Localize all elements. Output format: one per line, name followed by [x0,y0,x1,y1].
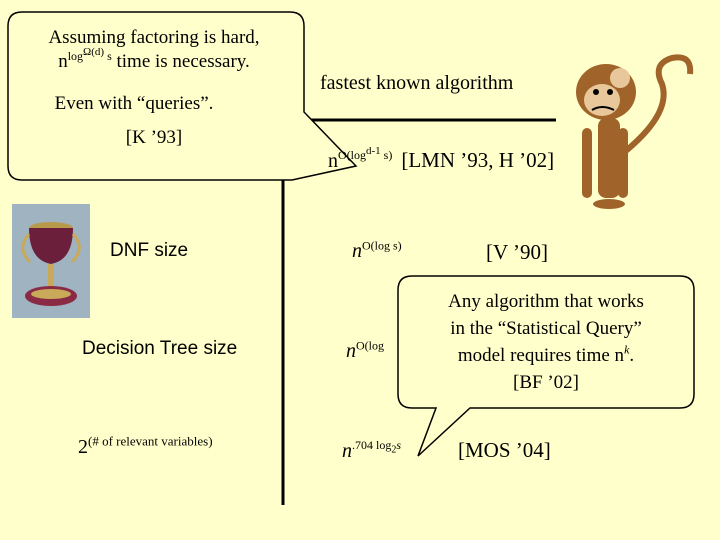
row-dnf-algorithm: nO(log s) [352,238,402,263]
ac0-sup-d: d-1 [366,145,381,158]
left-bubble-line2-suffix: time is necessary. [111,51,250,72]
left-bubble-sup-log: log [67,48,84,63]
left-bubble-sup-omega: Ω(d) [83,45,105,58]
right-bubble-line3-suffix: . [629,345,635,366]
left-bubble-line3: Even with “queries”. [54,93,214,114]
row-dnf-exponent: O(log s) [362,238,402,253]
row-dt-exponent: O(log [356,338,384,353]
row-rv-citation: [MOS ’04] [458,438,551,462]
ac0-n: n [328,150,338,172]
row-rv-n: n [342,440,352,462]
row-rv-exp-sub: 2 [391,444,397,456]
ac0-sup-s: s) [380,148,393,163]
goblet-image [12,204,90,318]
ac0-row: nO(logd-1 s) [LMN ’93, H ’02] [328,145,555,173]
left-bubble-n: n [58,51,68,72]
left-speech-bubble [7,11,358,181]
right-speech-bubble [397,275,695,457]
left-bubble-sup: logΩ(d) s [67,45,112,63]
left-bubble-spacer2 [14,116,294,126]
right-bubble-line1: Any algorithm that works [448,291,644,312]
right-bubble-line3: model requires time nk. [400,342,692,369]
ac0-citation: [LMN ’93, H ’02] [401,148,555,172]
row-dt-n: n [346,340,356,362]
row-rv-exponent: (# of relevant variables) [88,433,213,449]
row-rv-exp-a: .704 log [352,438,392,453]
right-bubble-line3-prefix: model requires time n [457,345,625,366]
row-dt-label: Decision Tree size [82,338,238,359]
row-dnf-label: DNF size [110,240,189,261]
right-bubble-k: k [624,342,630,357]
fastest-known-heading: fastest known algorithm [320,72,514,94]
left-bubble-citation: [K ’93] [125,127,183,148]
left-bubble-sup-s: s [104,48,112,63]
row-rv-base: 2 [78,436,88,458]
right-bubble-line2: in the “Statistical Query” [450,318,642,339]
row-rv-algorithm: n.704 log2s [342,438,402,463]
ac0-exponent: O(logd-1 s) [338,145,393,163]
row-rv-exp-s: s [396,438,402,453]
right-bubble-text: Any algorithm that works in the “Statist… [400,288,692,396]
left-bubble-text: Assuming factoring is hard, nlogΩ(d) s t… [14,26,294,150]
left-bubble-line2: nlogΩ(d) s time is necessary. [14,45,294,74]
ac0-sup-a: O(log [338,148,366,163]
left-bubble-line1: Assuming factoring is hard, [48,27,260,48]
left-bubble-spacer [14,74,294,92]
monkey-image [576,54,694,209]
row-rv-exponent-main: .704 log2s [352,438,402,455]
row-dnf-n: n [352,240,362,262]
row-dnf-citation: [V ’90] [486,240,549,264]
row-rv-label: 2(# of relevant variables) [78,433,213,459]
right-bubble-citation: [BF ’02] [513,372,579,393]
row-dt-algorithm: nO(log [346,338,384,363]
